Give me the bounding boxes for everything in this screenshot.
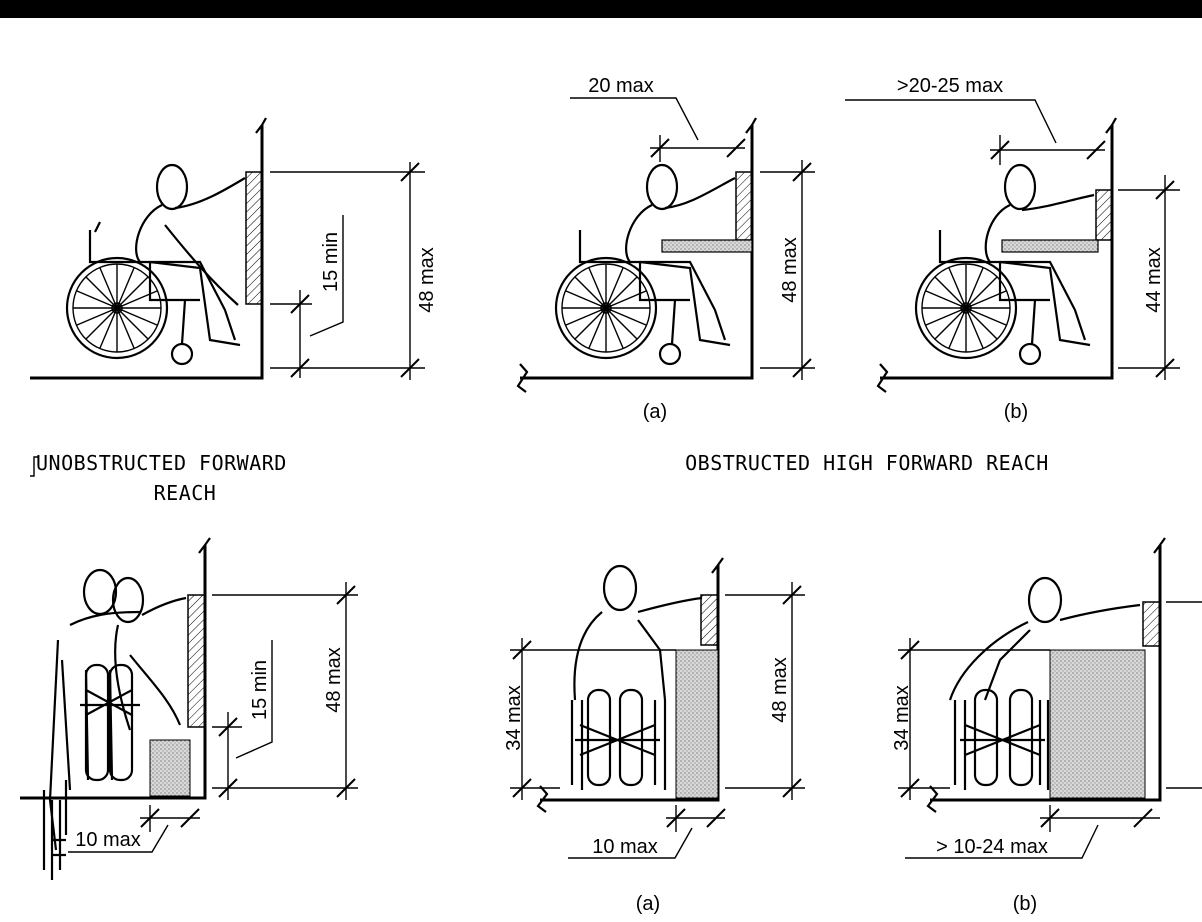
dim-15-min-side: 15 min [249,660,271,720]
sub-label-a: (a) [643,401,667,423]
dim-48-max-side-a: 48 max [769,657,791,723]
unobstructed-side-reach-figure: 48 max 15 min 10 max [20,537,358,880]
dim-10-max-a: 10 max [592,836,658,858]
sub-label-side-b: (b) [1013,893,1037,915]
sub-label-side-a: (a) [636,893,660,915]
dim-15-min: 15 min [320,232,342,292]
wall-floor [30,125,264,380]
obstructed-high-forward-b-figure: >20-25 max 44 max (b) [845,75,1180,423]
sub-label-b: (b) [1004,401,1028,423]
wall-element [245,171,263,305]
obstruction-counter [661,239,753,253]
dim-44-max: 44 max [1143,247,1165,313]
dim-20-max: 20 max [588,75,654,97]
obstructed-side-reach-a-figure: 34 max 48 max 10 max (a) [503,557,805,915]
dim-48-max-a: 48 max [779,237,801,303]
top-border-rule [0,0,1202,18]
obstructed-high-forward-a-figure: 20 max 48 max (a) [516,75,815,423]
dim-20-25-max: >20-25 max [897,75,1003,97]
caption-unobstructed-forward-line2: REACH [154,481,217,505]
dim-48-max: 48 max [416,247,438,313]
dim-10-max-side: 10 max [75,829,141,851]
wheelchair-wheel [65,256,169,360]
unobstructed-forward-reach-figure: 48 max 15 min UNOBSTRUCTED FORWARD REACH [30,117,438,505]
dim-10-24-max: > 10-24 max [936,836,1048,858]
caption-obstructed-high-forward: OBSTRUCTED HIGH FORWARD REACH [685,451,1049,475]
dim-34-max-b: 34 max [891,685,913,751]
dim-48-max-side: 48 max [323,647,345,713]
caption-unobstructed-forward-line1: UNOBSTRUCTED FORWARD [36,451,287,475]
obstructed-side-reach-b-figure: 34 max > 10-24 max (b) [891,537,1202,915]
dim-34-max-a: 34 max [503,685,525,751]
